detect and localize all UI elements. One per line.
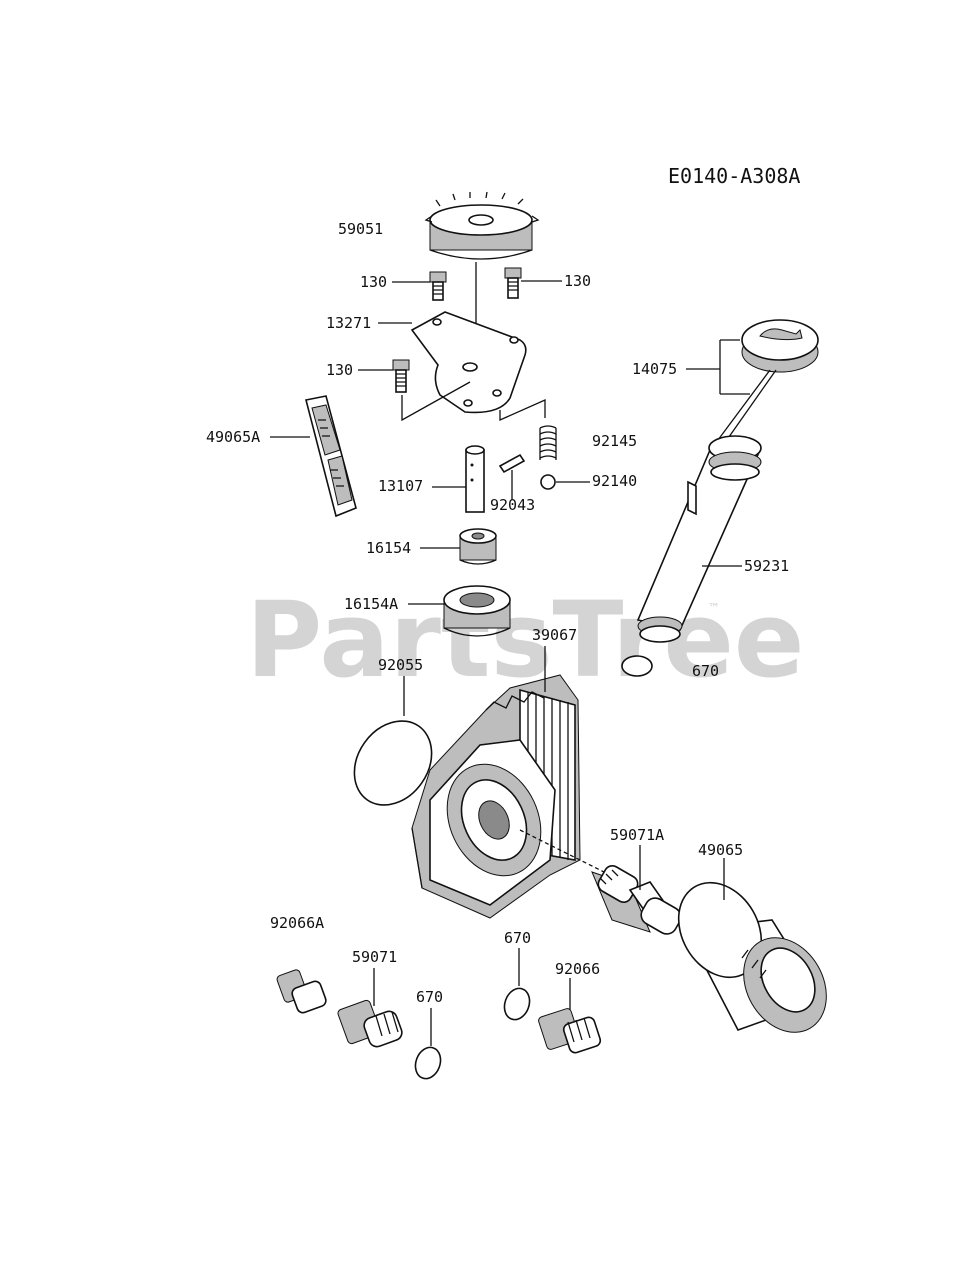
oil-strainer[interactable] — [305, 395, 357, 518]
label-14075: 14075 — [632, 360, 677, 378]
o-ring-670-mid[interactable] — [500, 985, 533, 1023]
label-59071A: 59071A — [610, 826, 664, 844]
relief-spring[interactable] — [539, 425, 557, 460]
bolt-130-mid[interactable] — [392, 359, 410, 393]
label-16154: 16154 — [366, 539, 411, 557]
label-13271: 13271 — [326, 314, 371, 332]
label-59051: 59051 — [338, 220, 383, 238]
label-49065A: 49065A — [206, 428, 260, 446]
relief-ball[interactable] — [540, 474, 556, 490]
nipple-59071[interactable] — [337, 999, 404, 1049]
o-ring-92055[interactable] — [339, 706, 448, 820]
label-92055: 92055 — [378, 656, 423, 674]
bolt-130-right[interactable] — [504, 267, 522, 299]
o-ring-670-low[interactable] — [411, 1044, 444, 1082]
gear-part[interactable] — [424, 191, 540, 260]
label-16154A: 16154A — [344, 595, 398, 613]
label-92066A: 92066A — [270, 914, 324, 932]
oil-filter[interactable] — [662, 868, 843, 1048]
pump-cover-plate[interactable] — [410, 311, 527, 414]
label-130-right: 130 — [564, 272, 591, 290]
drain-plug-92066[interactable] — [538, 1008, 602, 1055]
watermark: PartsTree — [246, 579, 804, 701]
pump-shaft[interactable] — [465, 445, 485, 513]
label-670-mid: 670 — [504, 929, 531, 947]
filter-nipple[interactable] — [591, 863, 684, 938]
watermark-trademark: ™ — [708, 601, 720, 615]
drain-plug-92066A[interactable] — [276, 969, 328, 1015]
label-130-mid: 130 — [326, 361, 353, 379]
label-92145: 92145 — [592, 432, 637, 450]
inner-rotor[interactable] — [459, 528, 497, 565]
dowel-pin[interactable] — [498, 453, 526, 474]
label-670-low: 670 — [416, 988, 443, 1006]
diagram-code: E0140-A308A — [668, 164, 800, 188]
label-92140: 92140 — [592, 472, 637, 490]
label-59231: 59231 — [744, 557, 789, 575]
label-670-top: 670 — [692, 662, 719, 680]
label-49065: 49065 — [698, 841, 743, 859]
oil-filler-cap[interactable] — [717, 319, 819, 445]
label-13107: 13107 — [378, 477, 423, 495]
outer-rotor[interactable] — [443, 585, 511, 637]
label-92066: 92066 — [555, 960, 600, 978]
o-ring-670-top[interactable] — [621, 655, 653, 677]
label-39067: 39067 — [532, 626, 577, 644]
oil-cooler-body[interactable] — [411, 674, 581, 919]
oil-filler-tube[interactable] — [636, 435, 762, 643]
label-92043: 92043 — [490, 496, 535, 514]
bolt-130-left[interactable] — [429, 271, 447, 301]
label-130-left: 130 — [360, 273, 387, 291]
label-59071: 59071 — [352, 948, 397, 966]
